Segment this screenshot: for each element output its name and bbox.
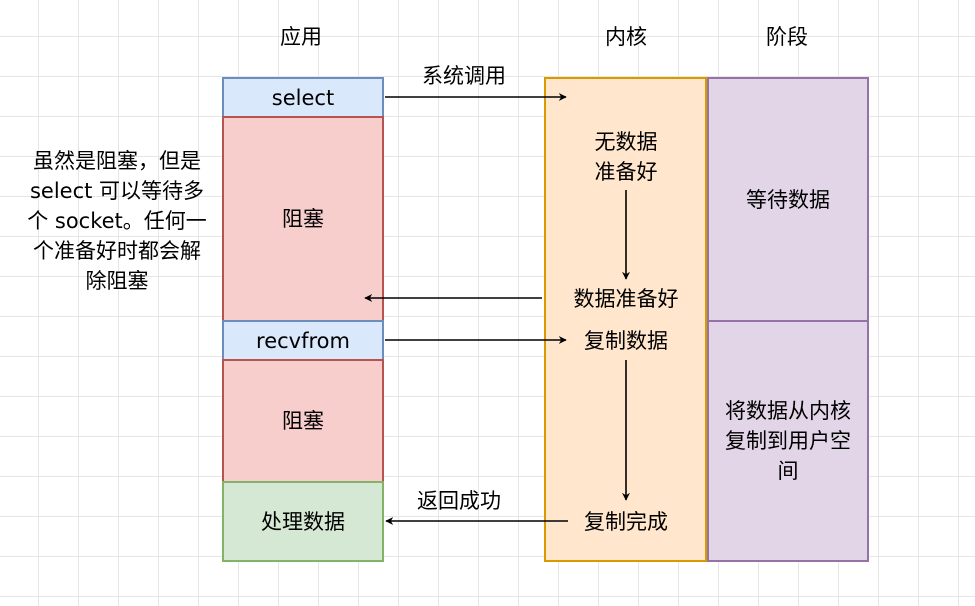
side-note-line: select 可以等待多 [29, 179, 205, 203]
phase-copy-label: 将数据从内核 复制到用户空 间 [725, 396, 851, 486]
side-note-line: 个准备好时都会解 [33, 239, 201, 263]
side-note-line: 除阻塞 [85, 269, 149, 293]
kernel-no-data: 无数据 准备好 [595, 127, 658, 187]
kernel-no-data-line1: 无数据 [594, 130, 658, 154]
side-note: 虽然是阻塞，但是 select 可以等待多 个 socket。任何一 个准备好时… [12, 146, 222, 296]
side-note-line: 虽然是阻塞，但是 [33, 149, 201, 173]
recvfrom-label: recvfrom [256, 328, 350, 353]
select-box: select [222, 77, 384, 118]
phase-copy-line: 间 [777, 459, 799, 483]
kernel-no-data-line2: 准备好 [594, 160, 658, 184]
process-data-label: 处理数据 [261, 509, 345, 534]
process-data-box: 处理数据 [222, 481, 384, 562]
phase-copy-box: 将数据从内核 复制到用户空 间 [707, 320, 869, 562]
kernel-copy-done: 复制完成 [584, 510, 668, 534]
side-note-line: 个 socket。任何一 [27, 209, 207, 233]
header-phase: 阶段 [766, 25, 808, 49]
header-kernel: 内核 [605, 25, 647, 49]
recvfrom-box: recvfrom [222, 320, 384, 361]
block-label-2: 阻塞 [282, 409, 324, 433]
block-box-1: 阻塞 [222, 116, 384, 322]
phase-copy-line: 复制到用户空 [725, 429, 851, 453]
select-label: select [271, 85, 335, 110]
syscall-label: 系统调用 [422, 64, 506, 88]
kernel-data-ready: 数据准备好 [573, 287, 679, 311]
phase-wait-label: 等待数据 [746, 187, 830, 212]
return-ok-label: 返回成功 [417, 489, 501, 513]
phase-wait-box: 等待数据 [707, 77, 869, 322]
phase-copy-line: 将数据从内核 [725, 399, 851, 423]
block-label-1: 阻塞 [282, 207, 324, 231]
kernel-copy-data: 复制数据 [584, 329, 668, 353]
header-app: 应用 [280, 25, 322, 49]
